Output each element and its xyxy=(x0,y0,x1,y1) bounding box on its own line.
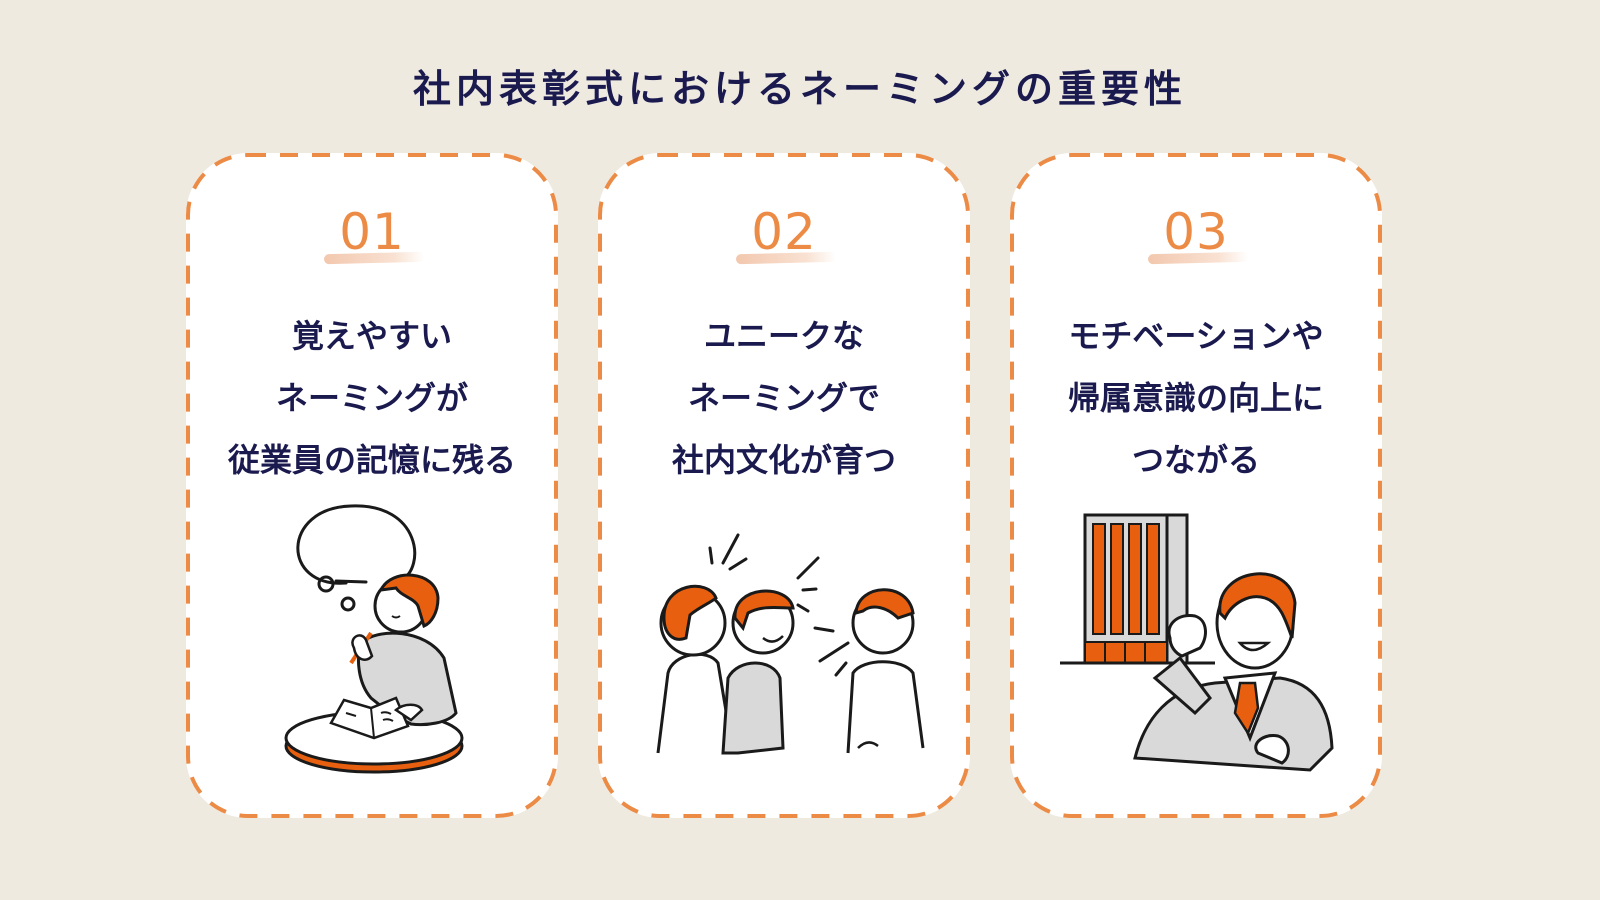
card-number: 01 xyxy=(339,203,405,261)
card-01: 01 覚えやすい ネーミングが 従業員の記憶に残る xyxy=(186,153,558,818)
businessman-illustration-icon xyxy=(1060,513,1334,772)
card-02: 02 ユニークな ネーミングで 社内文化が育つ xyxy=(598,153,970,818)
card-number: 02 xyxy=(751,203,817,261)
card-number: 03 xyxy=(1163,203,1229,261)
card-description: ユニークな ネーミングで 社内文化が育つ xyxy=(671,317,896,479)
dashed-border xyxy=(598,153,970,818)
card-description: 覚えやすい ネーミングが 従業員の記憶に残る xyxy=(227,317,516,479)
card-description: モチベーションや 帰属意識の向上に つながる xyxy=(1067,317,1324,479)
dashed-border xyxy=(1010,153,1382,818)
person-thinking-illustration-icon xyxy=(284,504,464,774)
page-title: 社内表彰式におけるネーミングの重要性 xyxy=(412,67,1187,111)
card-03: 03 モチベーションや 帰属意識の向上に つながる xyxy=(1010,153,1382,818)
people-chatting-illustration-icon xyxy=(656,533,925,755)
dashed-border xyxy=(186,153,558,818)
